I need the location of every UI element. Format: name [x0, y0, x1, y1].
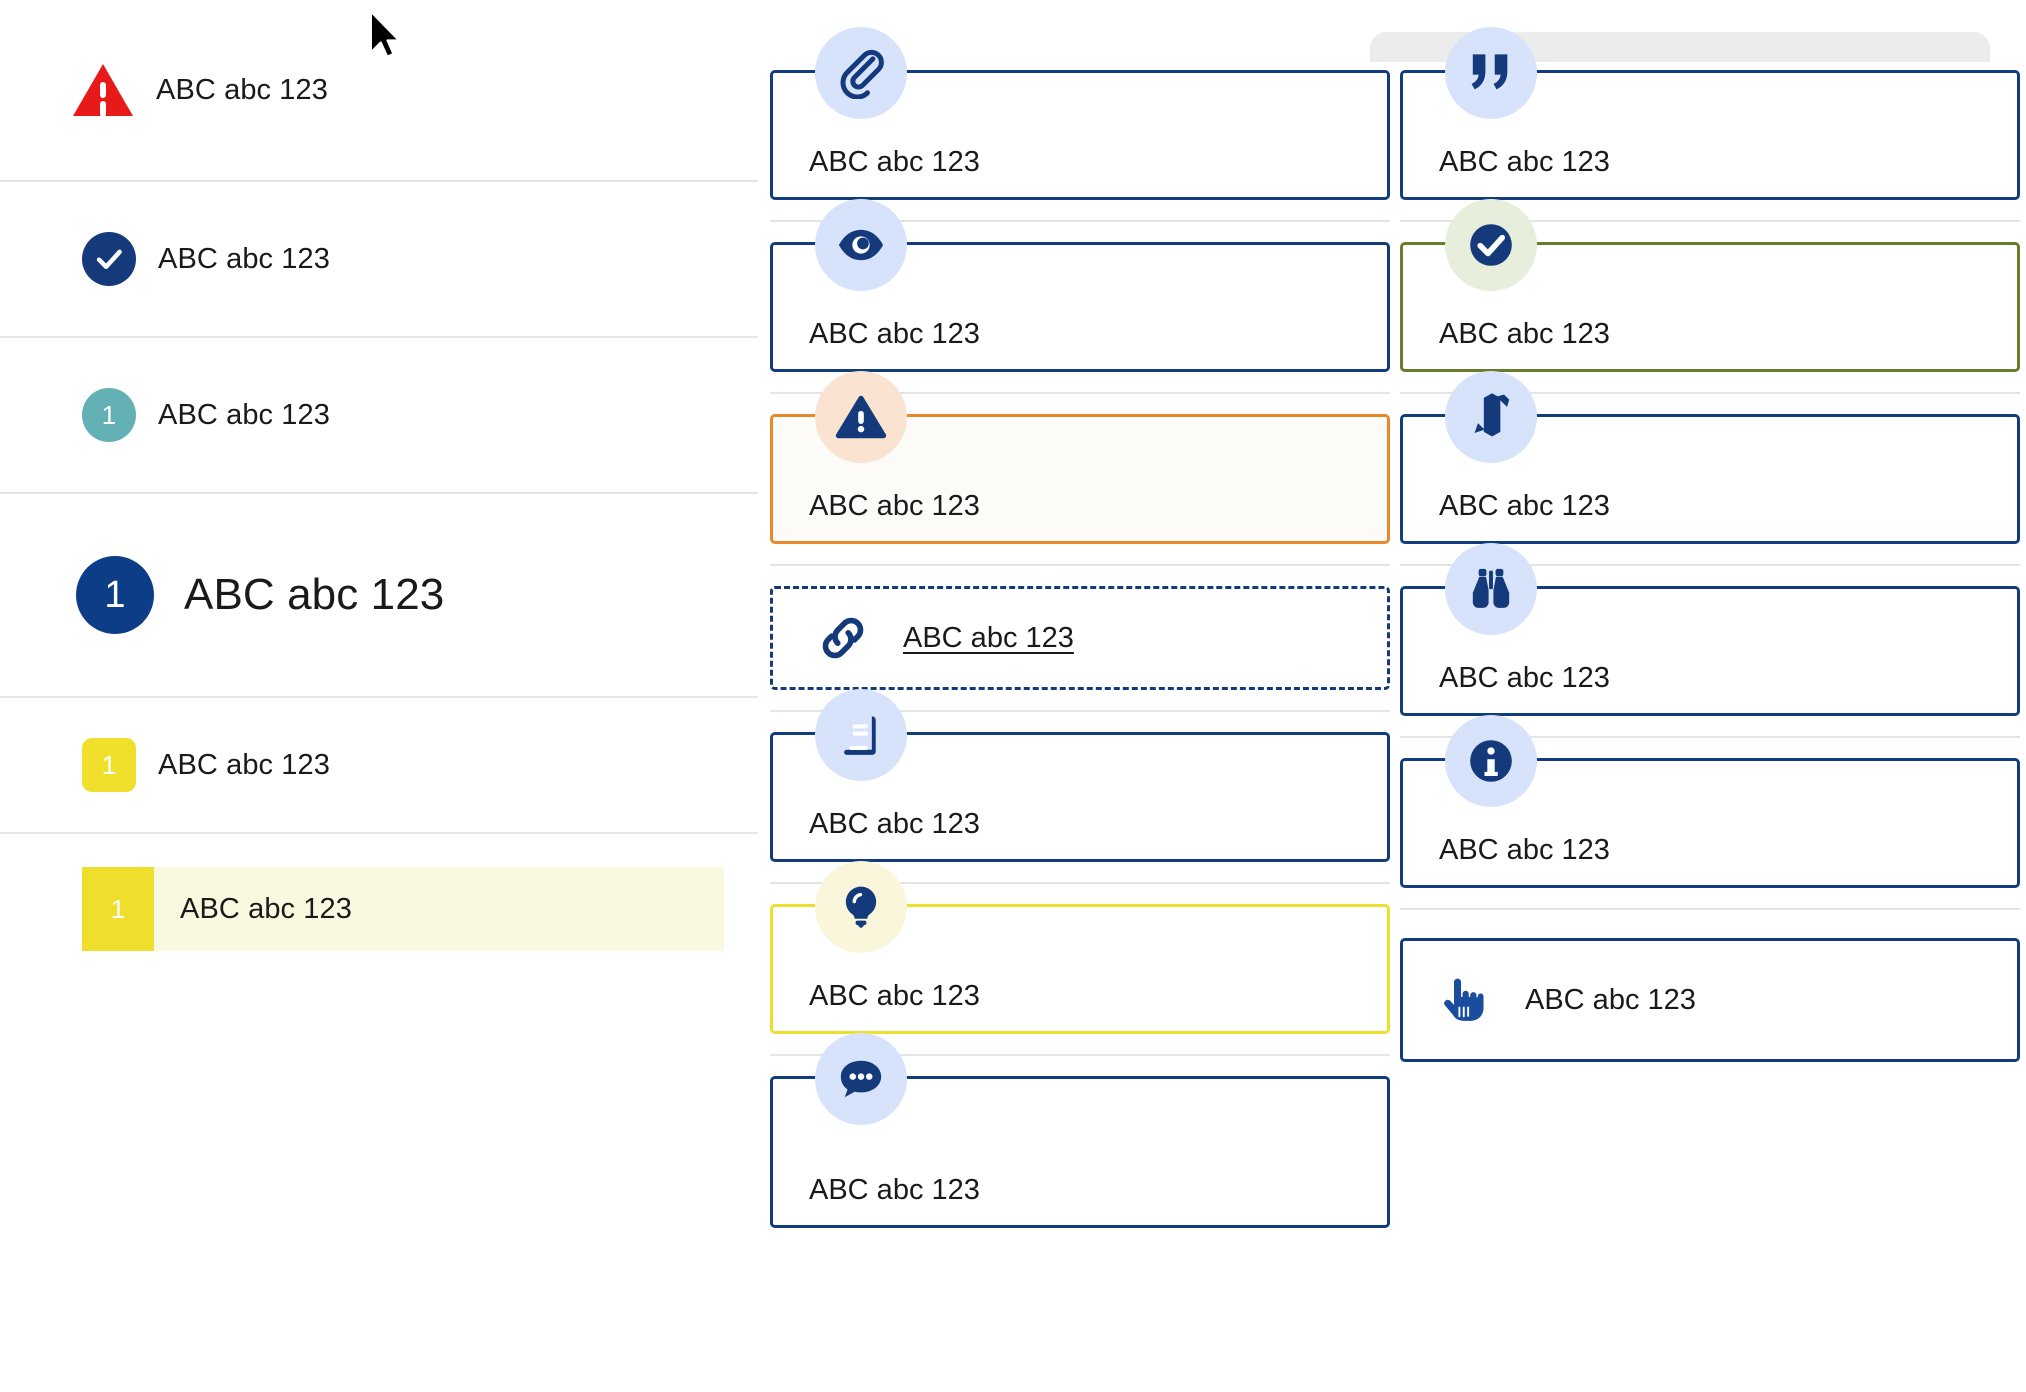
- edit-card[interactable]: ABC abc 123: [1400, 371, 2020, 544]
- divider: [1400, 392, 2020, 394]
- card-slot: ABC abc 123: [770, 689, 1390, 862]
- middle-card-column: ABC abc 123 ABC abc 123: [770, 27, 1390, 1228]
- discovery-card[interactable]: ABC abc 123: [1400, 543, 2020, 716]
- paperclip-icon: [815, 27, 907, 119]
- card-label: ABC abc 123: [809, 1174, 980, 1206]
- divider: [770, 220, 1390, 222]
- card-label: ABC abc 123: [1439, 662, 1610, 694]
- link-card[interactable]: ABC abc 123: [770, 586, 1390, 690]
- list-item-label: ABC abc 123: [156, 73, 328, 106]
- list-item-highlighted[interactable]: 1 ABC abc 123: [0, 834, 758, 984]
- list-item-label: ABC abc 123: [184, 570, 445, 619]
- card-label: ABC abc 123: [809, 980, 980, 1012]
- card-slot: ABC abc 123: [770, 27, 1390, 200]
- lightbulb-icon: [815, 861, 907, 953]
- visibility-card[interactable]: ABC abc 123: [770, 199, 1390, 372]
- card-slot: ABC abc 123: [770, 586, 1390, 690]
- number-square-icon: 1: [82, 738, 136, 792]
- card-label: ABC abc 123: [809, 490, 980, 522]
- divider: [1400, 220, 2020, 222]
- number-circle-icon: 1: [82, 388, 136, 442]
- list-item[interactable]: 1 ABC abc 123: [0, 698, 758, 834]
- comment-card[interactable]: ABC abc 123: [770, 1033, 1390, 1228]
- card-label: ABC abc 123: [1525, 983, 1696, 1016]
- card-label: ABC abc 123: [1439, 146, 1610, 178]
- attachment-card[interactable]: ABC abc 123: [770, 27, 1390, 200]
- card-slot: ABC abc 123: [1400, 371, 2020, 544]
- list-item-label: ABC abc 123: [158, 748, 330, 781]
- binoculars-icon: [1445, 543, 1537, 635]
- left-list-panel: ABC abc 123 ABC abc 123 1 ABC abc 123: [0, 0, 758, 1392]
- check-circle-icon: [82, 232, 136, 286]
- list-item-label: ABC abc 123: [158, 398, 330, 431]
- card-slot: ABC abc 123: [770, 371, 1390, 544]
- card-slot: ABC abc 123: [1400, 715, 2020, 888]
- badge-number: 1: [104, 573, 126, 616]
- card-slot: ABC abc 123: [770, 199, 1390, 372]
- badge-number: 1: [101, 399, 117, 430]
- eye-icon: [815, 199, 907, 291]
- divider: [770, 392, 1390, 394]
- warning-triangle-icon: [815, 371, 907, 463]
- card-slot: ABC abc 123: [770, 861, 1390, 1034]
- card-slot: ABC abc 123: [1400, 199, 2020, 372]
- divider: [770, 564, 1390, 566]
- divider: [770, 882, 1390, 884]
- info-circle-icon: [1445, 715, 1537, 807]
- card-slot: ABC abc 123: [1400, 27, 2020, 200]
- card-link-label[interactable]: ABC abc 123: [903, 621, 1074, 654]
- list-item[interactable]: 1 ABC abc 123: [0, 338, 758, 494]
- list-item[interactable]: 1 ABC abc 123: [0, 494, 758, 698]
- chain-link-icon: [817, 612, 869, 664]
- pointing-hand-icon: [1439, 974, 1491, 1026]
- card-label: ABC abc 123: [809, 146, 980, 178]
- quote-card[interactable]: ABC abc 123: [1400, 27, 2020, 200]
- divider: [770, 1054, 1390, 1056]
- card-label: ABC abc 123: [1439, 834, 1610, 866]
- number-circle-icon: 1: [76, 556, 154, 634]
- highlight-band[interactable]: 1 ABC abc 123: [82, 867, 724, 951]
- tip-card[interactable]: ABC abc 123: [770, 861, 1390, 1034]
- divider: [770, 710, 1390, 712]
- mouse-pointer-icon: [368, 10, 402, 62]
- card-label: ABC abc 123: [1439, 318, 1610, 350]
- pencil-icon: [1445, 371, 1537, 463]
- quote-icon: [1445, 27, 1537, 119]
- card-label: ABC abc 123: [1439, 490, 1610, 522]
- number-marker-icon: 1: [82, 867, 154, 951]
- card-label: ABC abc 123: [809, 318, 980, 350]
- card-label: ABC abc 123: [809, 808, 980, 840]
- info-card[interactable]: ABC abc 123: [1400, 715, 2020, 888]
- success-card[interactable]: ABC abc 123: [1400, 199, 2020, 372]
- divider: [1400, 908, 2020, 910]
- warning-card[interactable]: ABC abc 123: [770, 371, 1390, 544]
- documentation-card[interactable]: ABC abc 123: [770, 689, 1390, 862]
- action-card[interactable]: ABC abc 123: [1400, 938, 2020, 1062]
- card-slot: ABC abc 123: [770, 1033, 1390, 1228]
- badge-number: 1: [101, 749, 117, 780]
- card-slot: ABC abc 123: [1400, 543, 2020, 716]
- divider: [1400, 736, 2020, 738]
- warning-triangle-icon: [72, 64, 134, 116]
- comment-bubble-icon: [815, 1033, 907, 1125]
- list-item-label: ABC abc 123: [158, 242, 330, 275]
- list-item[interactable]: ABC abc 123: [0, 182, 758, 338]
- card-slot: ABC abc 123: [1400, 938, 2020, 1062]
- check-circle-icon: [1445, 199, 1537, 291]
- divider: [1400, 564, 2020, 566]
- badge-number: 1: [110, 893, 126, 924]
- book-icon: [815, 689, 907, 781]
- list-item-label: ABC abc 123: [180, 892, 352, 925]
- right-card-column: ABC abc 123 ABC abc 123: [1400, 27, 2020, 1062]
